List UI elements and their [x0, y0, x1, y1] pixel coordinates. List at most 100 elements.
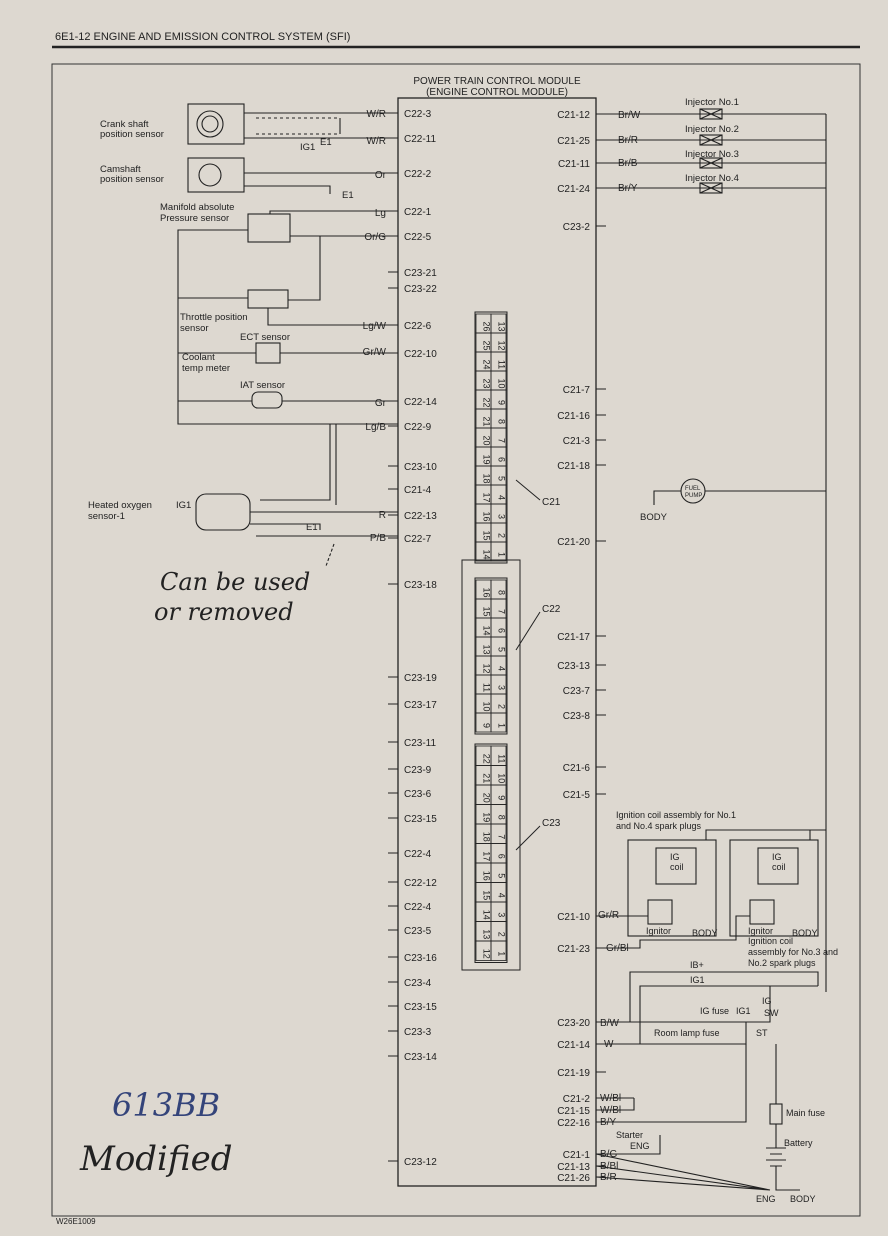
right-pin-label: C23-20 — [557, 1018, 590, 1029]
c23-pin-number: 7 — [497, 834, 507, 839]
c22-pin-number: 12 — [482, 663, 492, 673]
tps-label: Throttle position — [180, 312, 248, 323]
fuel-pump-label: PUMP — [685, 493, 702, 499]
right-pin-label: C21-24 — [557, 184, 590, 195]
ig-sw-label: SW — [764, 1008, 779, 1018]
c21-pin-number: 25 — [482, 340, 492, 350]
ig-fuse-label: IG fuse — [700, 1006, 729, 1016]
tps-label: sensor — [180, 323, 209, 334]
right-pin-label: C21-26 — [557, 1173, 590, 1184]
ignition-assy-2-label: No.2 spark plugs — [748, 958, 816, 968]
ib-label: IB+ — [690, 960, 704, 970]
c21-pin-number: 9 — [497, 400, 507, 405]
o2-label: Heated oxygen — [88, 500, 152, 511]
e1-label: E1 — [306, 522, 318, 533]
ignitor-2 — [749, 899, 775, 925]
crank-label: position sensor — [100, 129, 164, 140]
figure-code: W26E1009 — [56, 1217, 96, 1226]
c22-pin-number: 4 — [497, 666, 507, 671]
left-pin-label: C23-15 — [404, 814, 437, 825]
left-pin-label: C22-2 — [404, 169, 432, 180]
wire-label: Gr — [375, 398, 387, 409]
right-pin-label: C21-7 — [563, 385, 591, 396]
injector-label: Injector No.1 — [685, 97, 739, 108]
e1-label: E1 — [320, 137, 332, 148]
c21-pin-number: 12 — [497, 340, 507, 350]
c22-pin-number: 7 — [497, 609, 507, 614]
right-pin-label: C21-18 — [557, 461, 590, 472]
page-header: 6E1-12 ENGINE AND EMISSION CONTROL SYSTE… — [55, 31, 350, 43]
eng-ground-label: ENG — [756, 1194, 776, 1204]
right-pin-label: C21-6 — [563, 763, 591, 774]
c23-pin-number: 2 — [497, 932, 507, 937]
left-pin-label: C23-21 — [404, 268, 437, 279]
c21-pin-number: 26 — [482, 321, 492, 331]
ig1-label: IG1 — [300, 142, 315, 153]
wire-label: R — [379, 510, 386, 521]
c22-pin-number: 11 — [482, 683, 492, 692]
c23-pin-number: 18 — [482, 832, 492, 842]
left-pin-label: C22-7 — [404, 534, 432, 545]
right-pin-label: C23-7 — [563, 686, 591, 697]
left-pin-label: C23-5 — [404, 926, 432, 937]
c23-pin-number: 22 — [482, 754, 492, 764]
handwritten-note: or removed — [154, 598, 294, 626]
map-sensor-box — [247, 213, 291, 243]
left-pin-label: C22-3 — [404, 109, 432, 120]
c22-cell — [490, 712, 507, 733]
c23-pin-number: 16 — [482, 871, 492, 881]
c21-pin-number: 3 — [497, 514, 507, 519]
injector-3 — [699, 157, 723, 169]
o2-sensor-box — [195, 493, 251, 531]
c22-pin-number: 8 — [497, 590, 507, 595]
wire-label: Lg — [375, 208, 386, 219]
c21-pin-number: 23 — [482, 378, 492, 388]
coil-body-label: BODY — [792, 928, 818, 938]
ect-sensor-box — [255, 342, 281, 364]
c21-pin-number: 18 — [482, 473, 492, 483]
left-pin-label: C23-14 — [404, 1052, 437, 1063]
left-pin-label: C22-9 — [404, 422, 432, 433]
wire-label: Br/W — [618, 110, 641, 121]
iat-sensor-box — [251, 391, 283, 409]
iat-label: IAT sensor — [240, 380, 285, 391]
cam-sensor-box — [187, 157, 245, 193]
right-pin-label: C21-16 — [557, 411, 590, 422]
left-pin-label: C22-13 — [404, 511, 437, 522]
left-pin-label: C22-11 — [404, 134, 436, 145]
tps-box — [247, 289, 289, 309]
ignitor-label: Ignitor — [646, 926, 671, 936]
ig-coil-2 — [757, 847, 799, 885]
cam-label: position sensor — [100, 174, 164, 185]
right-pin-label: C21-14 — [557, 1040, 590, 1051]
battery-label: Battery — [784, 1138, 813, 1148]
c23-pin-number: 1 — [497, 951, 507, 956]
c22-pin-number: 9 — [482, 723, 492, 728]
c21-frame — [474, 311, 508, 564]
c21-pin-number: 21 — [482, 416, 492, 426]
ignition-assy-2-label: Ignition coil — [748, 936, 793, 946]
c22-pin-number: 10 — [482, 701, 492, 711]
c23-pin-number: 20 — [482, 793, 492, 803]
right-pin-label: C21-2 — [563, 1094, 591, 1105]
injector-1 — [699, 108, 723, 120]
c21-pin-number: 14 — [482, 549, 492, 559]
ignitor-label: Ignitor — [748, 926, 773, 936]
c23-pin-number: 11 — [497, 754, 507, 763]
left-pin-label: C23-18 — [404, 580, 437, 591]
left-pin-label: C22-4 — [404, 902, 432, 913]
main-fuse-label: Main fuse — [786, 1108, 825, 1118]
left-pin-label: C22-14 — [404, 397, 437, 408]
left-pin-list: C22-3C22-11C22-2C22-1C22-5C23-21C23-22C2… — [388, 109, 437, 1168]
left-pin-label: C22-1 — [404, 207, 432, 218]
ig-sw-label: IG — [762, 996, 772, 1006]
right-pin-label: C21-11 — [558, 159, 590, 170]
ignition-assy-1-label: and No.4 spark plugs — [616, 821, 702, 831]
starter-label: Starter — [616, 1130, 643, 1140]
right-pin-label: C21-13 — [557, 1162, 590, 1173]
c22-pin-number: 13 — [482, 644, 492, 654]
left-pin-label: C23-16 — [404, 953, 437, 964]
left-pin-label: C23-12 — [404, 1157, 437, 1168]
